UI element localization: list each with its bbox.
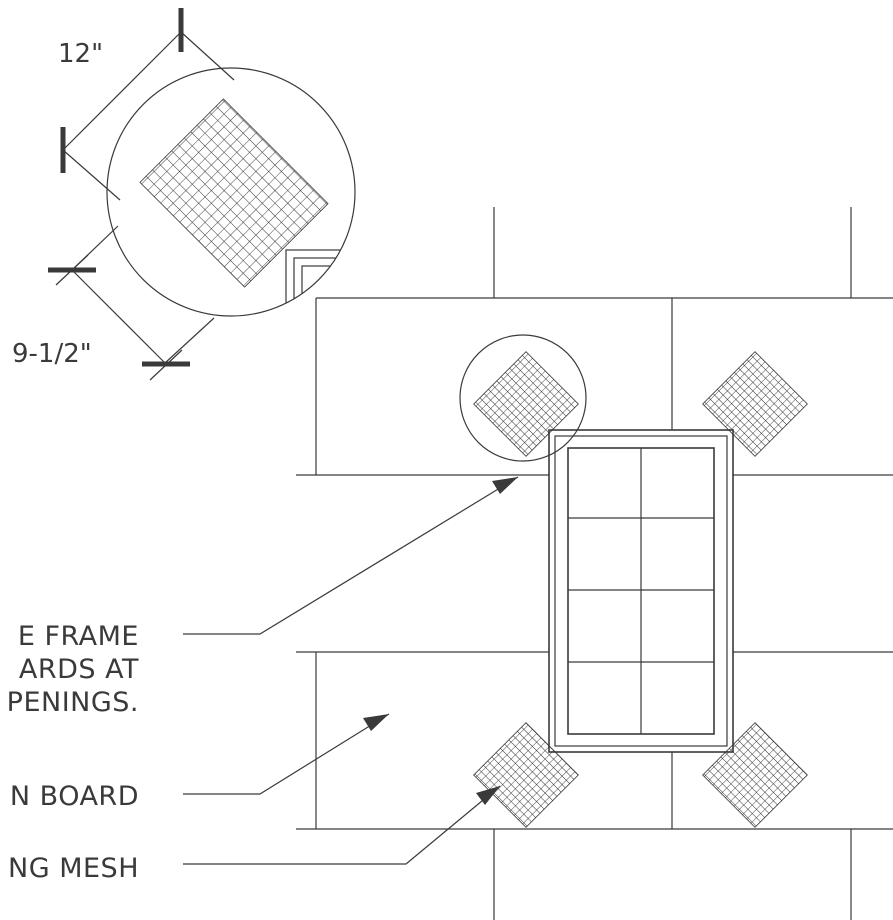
window-opening (548, 429, 734, 753)
dimension-12in-label: 12" (58, 39, 103, 69)
callout-board-line-1: N BOARD (10, 781, 139, 812)
mesh-patch-top-right (702, 351, 808, 457)
board-grid (296, 207, 893, 920)
leader-frame (183, 476, 519, 635)
mesh-patch-top-left (473, 351, 579, 457)
dimension-12in: 12" (58, 8, 235, 201)
callout-board: N BOARD (10, 781, 139, 812)
detail-callout-circle (459, 334, 587, 462)
callout-frame-line-1: E FRAME (18, 621, 139, 652)
mesh-patch-bottom-right (702, 722, 808, 828)
dimension-9-5in-label: 9-1/2" (12, 339, 92, 369)
callout-frame-line-3: PENINGS. (7, 687, 139, 718)
leader-board (183, 713, 390, 795)
callout-frame-boards: E FRAME ARDS AT PENINGS. (7, 621, 139, 718)
callout-mesh-line-1: NG MESH (8, 853, 139, 884)
leader-mesh (183, 785, 501, 865)
dimension-9-5in: 9-1/2" (12, 225, 215, 381)
callout-frame-line-2: ARDS AT (19, 654, 139, 685)
callout-mesh: NG MESH (8, 853, 139, 884)
enlarged-detail (106, 67, 356, 317)
mesh-patch-bottom-left (473, 722, 579, 828)
